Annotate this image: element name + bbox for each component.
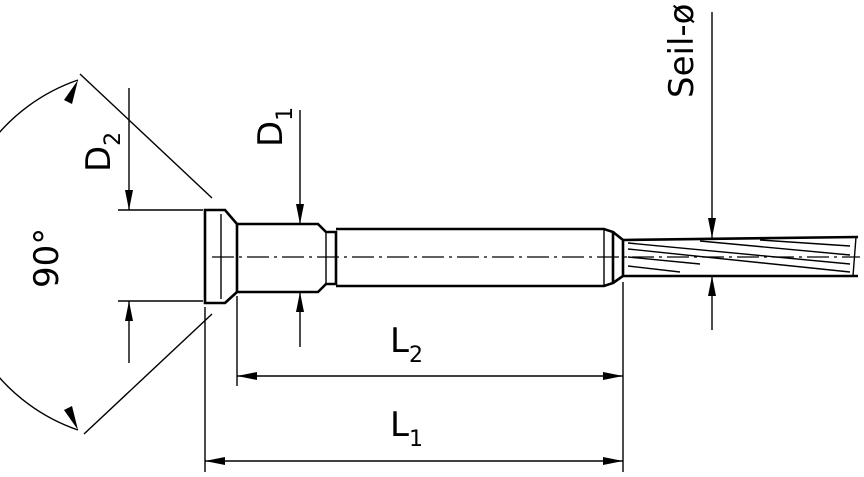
d1-dimension <box>296 110 304 347</box>
angle-dimension <box>0 73 213 435</box>
l2-dimension <box>236 282 624 472</box>
angle-label: 90° <box>27 228 67 288</box>
rope-diameter-dimension <box>708 12 716 330</box>
d2-label: D2 <box>79 132 126 172</box>
rope-diameter-label: Seil-ø <box>662 4 702 98</box>
wire-rope <box>622 235 859 278</box>
d2-dimension <box>118 88 203 363</box>
shank <box>237 222 338 294</box>
l1-dimension <box>204 307 623 472</box>
l2-label: L2 <box>390 321 423 368</box>
d1-label: D1 <box>251 107 298 147</box>
l1-label: L1 <box>390 405 423 452</box>
